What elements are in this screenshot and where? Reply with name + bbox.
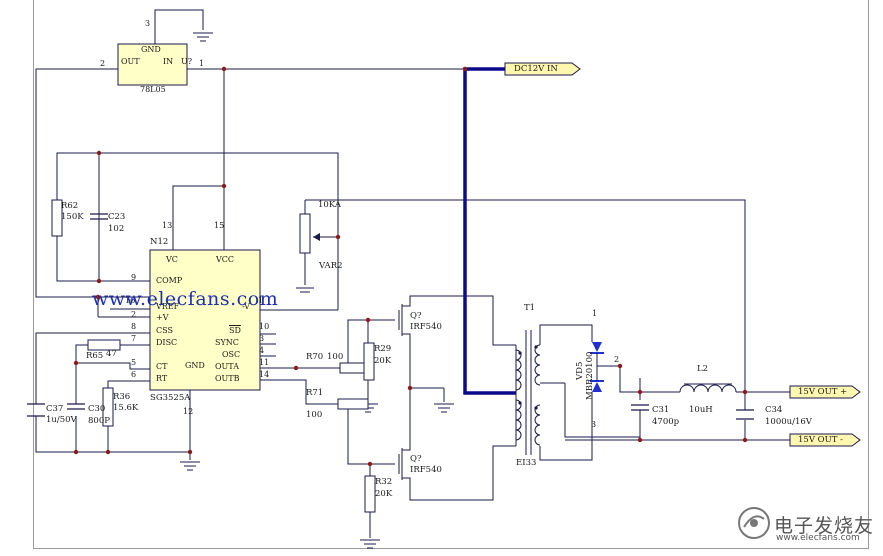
dc12v-in-label: DC12V IN <box>514 64 558 74</box>
pin-name-sync: SYNC <box>215 338 239 347</box>
vc-label: VC <box>166 255 178 264</box>
pin-num-7: 7 <box>131 334 137 343</box>
r71-value: 100 <box>306 410 323 420</box>
watermark-text: www.elecfans.com <box>92 288 279 310</box>
pin-name-outa: OUTA <box>215 362 239 371</box>
controller-ref: N12 <box>150 237 169 247</box>
vd5-pin1: 1 <box>592 309 598 318</box>
r71-ref: R71 <box>306 388 324 398</box>
r65-ref: R65 <box>86 351 104 361</box>
q2-value: IRF540 <box>410 465 442 475</box>
r70-ref: R70 <box>306 352 324 362</box>
vcc-label: VCC <box>216 255 235 264</box>
r36-value: 15.6K <box>113 403 139 413</box>
c34-ref: C34 <box>765 405 783 415</box>
l2-ref: L2 <box>697 364 709 374</box>
pin-num-1: 1 <box>258 296 264 305</box>
c30-ref: C30 <box>88 404 106 414</box>
pin-num-3: 3 <box>259 334 265 343</box>
c30-value: 800P <box>88 416 110 426</box>
var2-value: 10KA <box>318 200 341 210</box>
elecfans-logo <box>738 507 770 539</box>
r36-ref: R36 <box>113 392 131 402</box>
r62-value: 150K <box>61 212 84 222</box>
c23-ref: C23 <box>108 212 126 222</box>
pin-13: 13 <box>162 221 173 230</box>
r32-ref: R32 <box>375 477 393 487</box>
reg-gnd-label: GND <box>141 45 161 54</box>
reg-out-label: OUT <box>121 57 140 66</box>
vd5-value: MBR20100 <box>585 351 595 400</box>
r62-ref: R62 <box>61 201 79 211</box>
pin-15: 15 <box>214 221 225 230</box>
pin-12: 12 <box>183 407 194 416</box>
pin-num-4: 4 <box>259 346 265 355</box>
q1-value: IRF540 <box>410 322 442 332</box>
pin-num-11: 11 <box>259 358 270 367</box>
r29-ref: R29 <box>374 344 392 354</box>
logo-subtext: www.elecfans.com <box>776 533 860 543</box>
reg-ref: U? <box>181 57 193 66</box>
net-flag-dc12v <box>504 62 581 76</box>
pin-name-css: CSS <box>156 326 173 335</box>
pin-name-sd: SD <box>229 326 241 335</box>
c37-value: 1u/50V <box>46 415 77 425</box>
pin-name-rt: RT <box>156 374 168 383</box>
c31-value: 4700p <box>652 417 680 427</box>
q2-ref: Q? <box>410 454 422 464</box>
net-flag-15v-pos <box>789 385 861 399</box>
l2-value: 10uH <box>689 405 713 415</box>
r32-value: 20K <box>375 489 393 499</box>
pin-name-comp: COMP <box>156 276 183 285</box>
reg-pin2: 2 <box>100 59 106 68</box>
c23-value: 102 <box>108 224 125 234</box>
r65-value: 47 <box>106 349 117 359</box>
pin-num-9: 9 <box>131 273 137 282</box>
var2-ref: VAR2 <box>319 261 343 271</box>
controller-body <box>149 249 261 391</box>
reg-in-label: IN <box>163 57 174 66</box>
pin-name-osc: OSC <box>222 350 241 359</box>
pin-name-ct: CT <box>156 362 168 371</box>
pin-num-5: 5 <box>131 358 137 367</box>
pin-num-2: 2 <box>131 310 137 319</box>
c34-value: 1000u/16V <box>765 417 812 427</box>
pin-num-14: 14 <box>259 370 270 379</box>
net-flag-15v-neg <box>789 433 861 447</box>
controller-part: SG3525A <box>150 393 191 403</box>
pin-num-6: 6 <box>131 370 137 379</box>
pin-num-8: 8 <box>131 322 137 331</box>
dc-bus <box>463 67 516 395</box>
pin-name-v: +V <box>156 313 169 322</box>
t1-ref: T1 <box>524 303 536 313</box>
q1-ref: Q? <box>410 311 422 321</box>
c31-ref: C31 <box>652 405 670 415</box>
pin-name-outb: OUTB <box>215 374 240 383</box>
pin-num-10: 10 <box>259 322 270 331</box>
logo-text: 电子发烧友 <box>774 515 875 537</box>
out-pos-label: 15V OUT + <box>798 387 848 397</box>
reg-pin1: 1 <box>199 59 205 68</box>
vd5-pin3: 3 <box>591 420 597 429</box>
pin-name-negv: -V <box>242 302 250 311</box>
c37-ref: C37 <box>46 404 64 414</box>
vd5-pin2: 2 <box>614 355 620 364</box>
gnd-label: GND <box>185 361 205 370</box>
out-neg-label: 15V OUT - <box>798 435 844 445</box>
sheet-border <box>33 0 869 549</box>
reg-pin3: 3 <box>145 19 151 28</box>
vd5-diodes <box>590 342 604 392</box>
t1-value: EI33 <box>516 458 537 468</box>
regulator-body <box>117 43 188 86</box>
vd5-ref: VD5 <box>575 361 585 380</box>
pin-num-16: 16 <box>125 296 136 305</box>
r70-value: 100 <box>327 352 344 362</box>
r29-value: 20K <box>374 356 392 366</box>
pin-name-vref: VREF <box>156 302 180 311</box>
pin-name-disc: DISC <box>156 338 178 347</box>
reg-part: 78L05 <box>140 85 166 94</box>
